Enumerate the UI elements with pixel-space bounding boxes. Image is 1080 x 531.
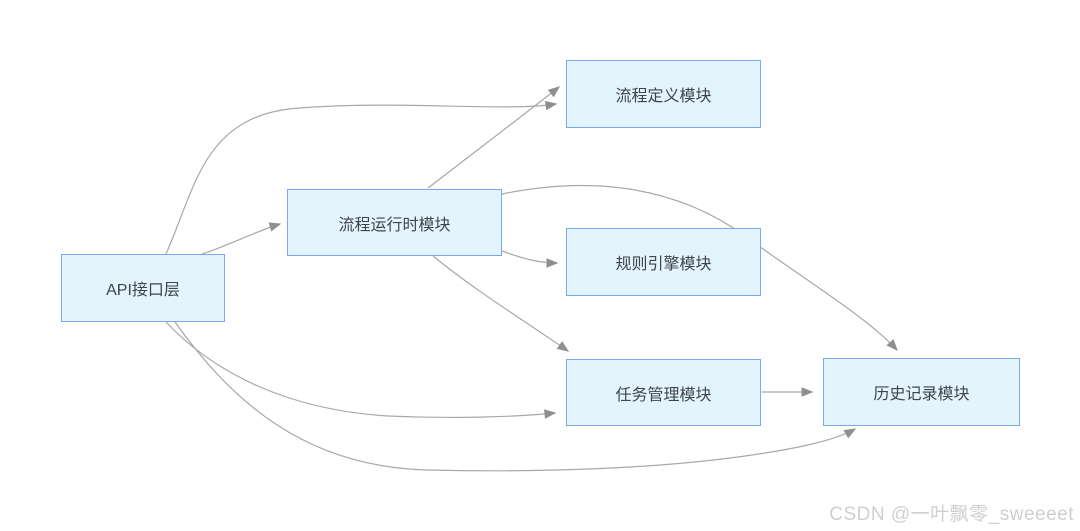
edge-api-to-definition	[165, 100, 558, 255]
node-history-record: 历史记录模块	[823, 358, 1020, 426]
node-api-label: API接口层	[106, 282, 180, 299]
edge-api-to-history	[174, 321, 857, 472]
edge-runtime-to-rules	[501, 250, 559, 268]
node-runtime-label: 流程运行时模块	[338, 216, 451, 234]
node-process-definition: 流程定义模块	[566, 60, 761, 128]
edge-runtime-to-tasks	[432, 255, 570, 352]
csdn-watermark: CSDN @一叶飘零_sweeeet	[829, 504, 1074, 525]
node-process-runtime: 流程运行时模块	[287, 189, 502, 256]
edge-api-to-tasks	[165, 321, 557, 419]
edge-runtime-to-definition	[427, 86, 561, 189]
node-history-label: 历史记录模块	[873, 386, 970, 403]
node-api-layer: API接口层	[61, 254, 225, 322]
node-tasks-label: 任务管理模块	[615, 386, 712, 404]
node-rules-label: 规则引擎模块	[615, 256, 712, 273]
node-definition-label: 流程定义模块	[615, 88, 712, 105]
node-rule-engine: 规则引擎模块	[566, 228, 761, 296]
node-task-management: 任务管理模块	[566, 359, 761, 426]
edge-api-to-runtime	[201, 222, 282, 255]
